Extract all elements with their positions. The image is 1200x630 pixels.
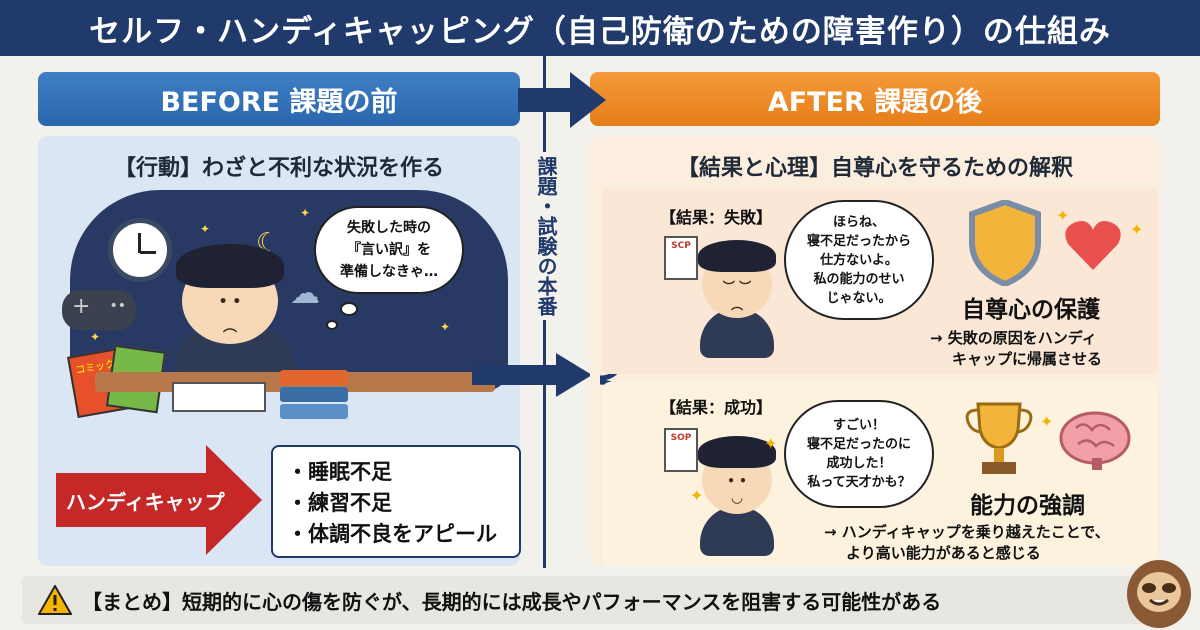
before-heading: 【行動】わざと不利な状況を作る — [113, 156, 444, 181]
list-item: ・練習不足 — [287, 491, 392, 515]
sparkle-icon: ✦ — [1130, 220, 1144, 239]
header-arrow-icon — [518, 72, 606, 128]
bubble-line: 私って天才かも？ — [807, 475, 911, 490]
warning-icon — [38, 585, 72, 615]
thought-dot — [340, 302, 358, 316]
boy-happy-illustration: • • ◡ — [694, 432, 780, 556]
bubble-line: 失敗した時の — [347, 220, 431, 236]
bubble-line: 準備しなきゃ… — [340, 264, 438, 280]
clock-icon — [108, 218, 172, 282]
bubble-line: 寝不足だったのに — [806, 437, 911, 452]
sparkle-icon: ✦ — [690, 486, 704, 505]
summary-text: 【まとめ】短期的に心の傷を防ぐが、長期的には成長やパフォーマンスを阻害する可能性… — [82, 589, 942, 614]
bubble-line: 成功した！ — [826, 456, 892, 471]
star-icon: ✦ — [440, 320, 451, 334]
bubble-line: じゃない。 — [826, 290, 892, 306]
bubble-line: 仕方ないよ。 — [820, 252, 898, 268]
boy-studying-illustration: • • ︵ — [168, 238, 298, 378]
note-line: より高い能力があると感じる — [846, 544, 1041, 562]
success-note: → ハンディキャップを乗り越えたことで、 より高い能力があると感じる — [824, 522, 1110, 564]
doc-label: SOP — [670, 433, 692, 443]
sparkle-icon: ✦ — [1040, 412, 1054, 431]
thought-dot — [326, 320, 338, 330]
after-heading: 【結果と心理】自尊心を守るための解釈 — [676, 156, 1073, 181]
page-title: セルフ・ハンディキャッピング（自己防衛のための障害作り）の仕組み — [89, 13, 1111, 50]
sop-document-icon: SOP — [664, 428, 698, 472]
trophy-icon — [965, 402, 1033, 474]
handicap-arrow-icon — [56, 445, 262, 555]
note-line: → 失敗の原因をハンディ — [930, 329, 1097, 347]
shield-icon — [969, 200, 1041, 286]
list-item: ・体調不良をアピール — [287, 522, 497, 546]
handicap-list: ・睡眠不足 ・練習不足 ・体調不良をアピール — [271, 445, 521, 558]
note-line: → ハンディキャップを乗り越えたことで、 — [824, 523, 1110, 541]
fail-note: → 失敗の原因をハンディ キャップに帰属させる — [930, 328, 1102, 370]
before-header: BEFORE 課題の前 — [38, 72, 520, 126]
excuse-thought-bubble: 失敗した時の 『言い訳』を 準備しなきゃ… — [314, 206, 464, 294]
bubble-line: 『言い訳』を — [347, 242, 431, 258]
transition-arrow-icon — [472, 353, 592, 397]
books-icon — [280, 370, 348, 420]
note-line: キャップに帰属させる — [952, 350, 1103, 368]
worry-cloud-icon: ☁ — [290, 276, 320, 311]
fail-speech-bubble: ほらね、 寝不足だったから 仕方ないよ。 私の能力のせい じゃない。 — [784, 200, 934, 320]
success-speech-bubble: すごい！ 寝不足だったのに 成功した！ 私って天才かも？ — [784, 400, 934, 508]
star-icon: ✦ — [300, 206, 311, 220]
success-title: 能力の強調 — [970, 493, 1085, 519]
sloth-mascot — [1127, 560, 1191, 628]
list-item: ・睡眠不足 — [287, 460, 392, 484]
handicap-label: ハンディキャップ — [66, 490, 225, 514]
divider-label: 課題・試験の本番 — [529, 152, 559, 320]
doc-label: SCP — [671, 241, 691, 251]
title-bar: セルフ・ハンディキャッピング（自己防衛のための障害作り）の仕組み — [0, 0, 1200, 56]
star-icon: ✦ — [200, 222, 211, 236]
bubble-line: すごい！ — [832, 418, 885, 433]
fail-label: 【結果：失敗】 — [660, 208, 773, 227]
sparkle-icon: ✦ — [764, 434, 778, 453]
brain-icon — [1059, 411, 1131, 470]
heart-icon — [1065, 221, 1121, 270]
sparkle-icon: ✦ — [1056, 206, 1070, 225]
star-icon: ✦ — [90, 330, 101, 344]
summary-bar: 【まとめ】短期的に心の傷を防ぐが、長期的には成長やパフォーマンスを阻害する可能性… — [22, 576, 1178, 624]
game-controller-icon — [62, 290, 136, 330]
success-label: 【結果：成功】 — [660, 398, 773, 417]
after-header: AFTER 課題の後 — [590, 72, 1160, 126]
bubble-line: 寝不足だったから — [806, 233, 911, 249]
fail-title: 自尊心の保護 — [962, 297, 1100, 323]
notebook-icon — [172, 382, 266, 412]
boy-sad-illustration: ︶ ︶ ︵ — [694, 236, 780, 358]
bubble-line: ほらね、 — [832, 214, 885, 230]
scp-document-icon: SCP — [664, 236, 698, 280]
bubble-line: 私の能力のせい — [813, 271, 905, 287]
